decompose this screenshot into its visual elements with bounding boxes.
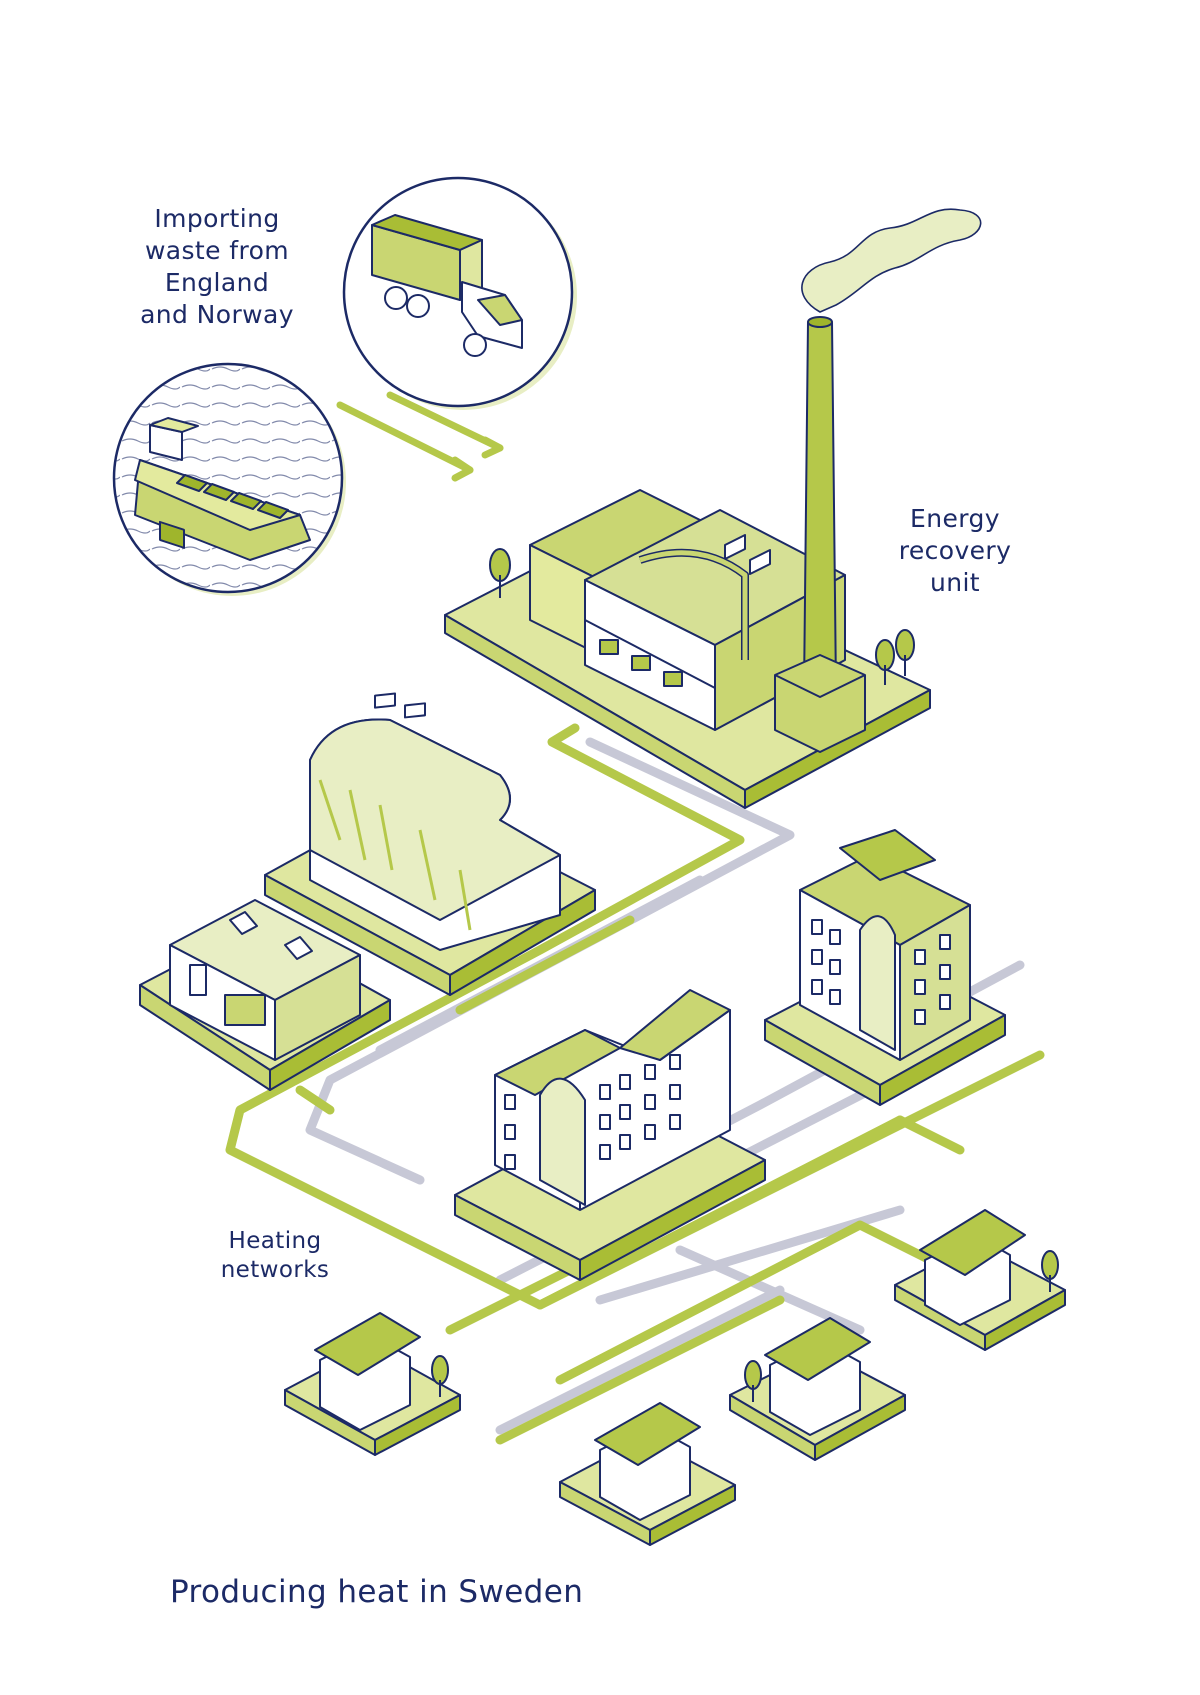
apartment-building-center xyxy=(454,989,766,1281)
truck-import-circle xyxy=(342,176,577,410)
house-left xyxy=(284,1312,461,1456)
tree-icon xyxy=(489,548,915,685)
house-middle xyxy=(729,1317,906,1461)
import-arrows xyxy=(336,391,504,482)
dump-truck-icon xyxy=(371,214,523,357)
import-waste-label: Importing waste from England and Norway xyxy=(132,203,302,331)
import-label-line: England xyxy=(164,268,270,297)
import-label-line: Importing xyxy=(154,204,280,233)
import-label-line: and Norway xyxy=(140,300,294,329)
energy-recovery-label: Energy recovery unit xyxy=(880,503,1030,599)
house-right xyxy=(894,1209,1066,1351)
house-bottom xyxy=(559,1402,736,1546)
heating-label-line: Heating xyxy=(228,1228,322,1254)
apartment-building-right xyxy=(764,829,1006,1106)
energy-label-line: recovery xyxy=(898,536,1012,565)
energy-label-line: Energy xyxy=(910,504,1000,533)
modern-building xyxy=(264,692,596,996)
ship-import-circle xyxy=(112,362,346,596)
energy-label-line: unit xyxy=(929,568,981,597)
energy-recovery-plant xyxy=(444,208,982,809)
cargo-ship-icon xyxy=(134,417,311,561)
heating-label-line: networks xyxy=(220,1257,330,1284)
shop-building xyxy=(139,899,391,1091)
page-title: Producing heat in Sweden xyxy=(170,1574,584,1610)
heating-networks-label: Heating networks xyxy=(215,1227,335,1286)
import-label-line: waste from xyxy=(144,236,290,265)
